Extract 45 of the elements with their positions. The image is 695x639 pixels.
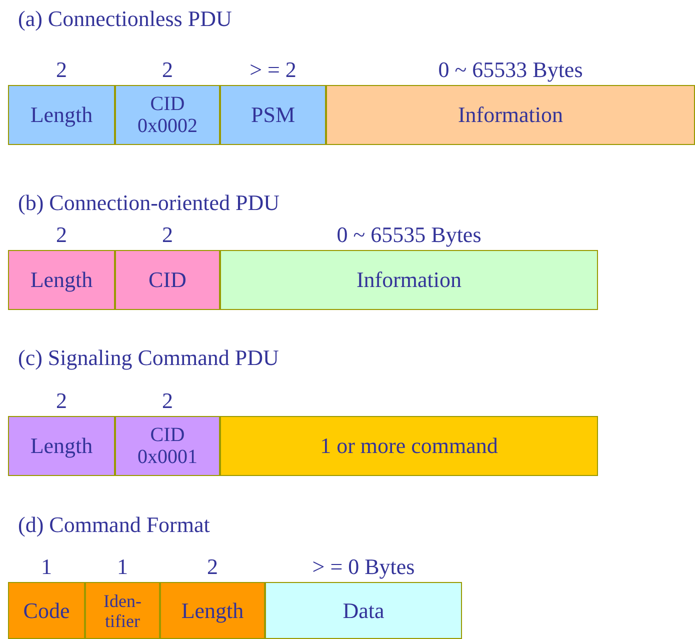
field-label: 1 or more command	[320, 434, 498, 458]
byte-count: 1	[41, 554, 52, 580]
field-box	[8, 416, 115, 476]
field-box	[326, 85, 695, 145]
field-box	[160, 582, 265, 639]
field-box	[265, 582, 462, 639]
field-label: CID 0x0001	[136, 424, 198, 468]
section-heading: (b) Connection-oriented PDU	[18, 190, 280, 216]
byte-count: 0 ~ 65535 Bytes	[336, 222, 482, 248]
byte-count: > = 2	[250, 57, 296, 83]
field-box	[115, 250, 220, 310]
field-box	[115, 85, 220, 145]
field-label: Length	[181, 598, 244, 622]
byte-count: 2	[207, 554, 218, 580]
byte-count: 2	[56, 388, 67, 414]
section-heading: (a) Connectionless PDU	[18, 6, 232, 32]
byte-count: 2	[56, 57, 67, 83]
field-label: Information	[356, 268, 462, 292]
field-box	[8, 250, 115, 310]
field-label: CID	[148, 268, 186, 292]
byte-count: 2	[162, 57, 173, 83]
byte-count: 1	[117, 554, 128, 580]
field-label: PSM	[250, 103, 296, 127]
field-label: Information	[458, 103, 564, 127]
byte-count: 2	[162, 222, 173, 248]
field-label: Code	[23, 598, 70, 622]
field-box	[8, 85, 115, 145]
byte-count: > = 0 Bytes	[312, 554, 415, 580]
field-label: Length	[30, 268, 93, 292]
field-box	[220, 416, 598, 476]
byte-count: 0 ~ 65533 Bytes	[438, 57, 583, 83]
field-label: Length	[30, 434, 93, 458]
field-box	[220, 85, 326, 145]
field-box	[85, 582, 160, 639]
field-label: CID 0x0002	[136, 93, 198, 137]
field-box	[8, 582, 85, 639]
section-heading: (d) Command Format	[18, 512, 210, 538]
field-box	[220, 250, 598, 310]
field-label: Length	[30, 103, 93, 127]
section-heading: (c) Signaling Command PDU	[18, 345, 279, 371]
field-box	[115, 416, 220, 476]
byte-count: 2	[56, 222, 67, 248]
field-label: Iden- tifier	[102, 590, 142, 630]
field-label: Data	[342, 598, 384, 622]
byte-count: 2	[162, 388, 173, 414]
